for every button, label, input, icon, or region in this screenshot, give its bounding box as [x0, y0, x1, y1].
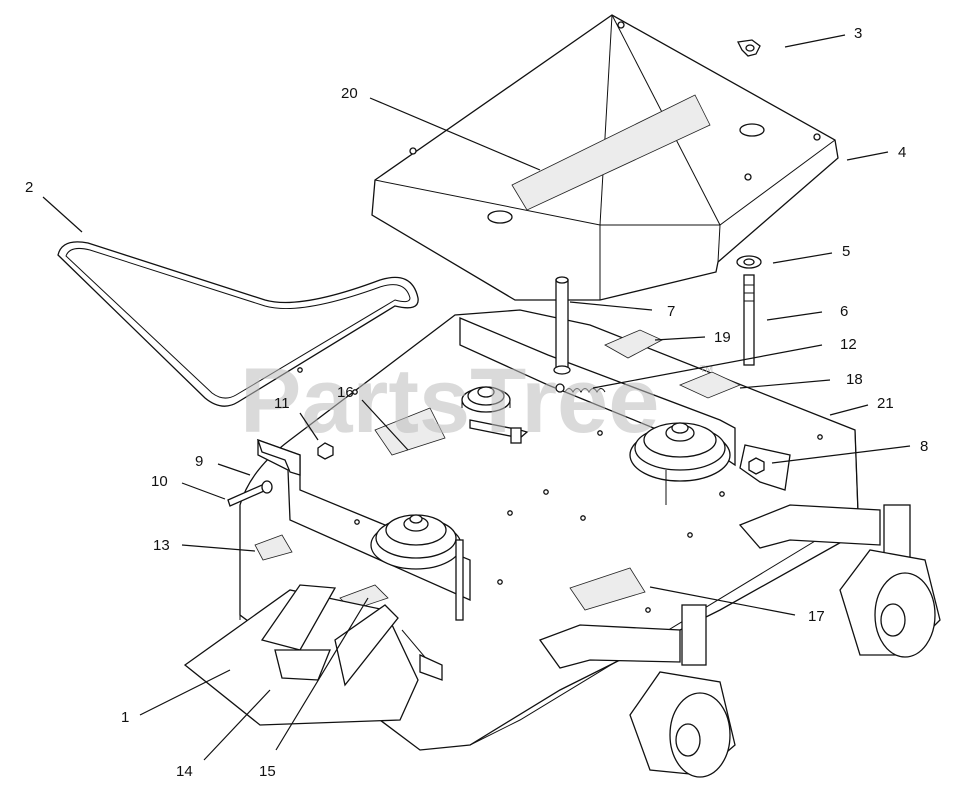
nut-8 — [739, 444, 791, 491]
leader-lines — [42, 34, 911, 761]
callout-2: 2 — [25, 179, 33, 196]
callout-20: 20 — [341, 85, 358, 102]
callout-18: 18 — [846, 371, 863, 388]
callout-6: 6 — [840, 303, 848, 320]
caster-wheel-front — [538, 604, 736, 778]
extension-spring — [555, 383, 606, 394]
callout-4: 4 — [898, 144, 906, 161]
caster-wheel-right — [738, 504, 941, 658]
center-pulley — [629, 422, 731, 505]
callout-21: 21 — [877, 395, 894, 412]
callout-9: 9 — [195, 453, 203, 470]
callout-7: 7 — [667, 303, 675, 320]
callout-13: 13 — [153, 537, 170, 554]
callout-10: 10 — [151, 473, 168, 490]
callout-8: 8 — [920, 438, 928, 455]
decal-13 — [254, 534, 293, 561]
callout-5: 5 — [842, 243, 850, 260]
knob — [737, 39, 761, 57]
callout-14: 14 — [176, 763, 193, 780]
cover-decal — [511, 94, 711, 211]
discharge-chute — [183, 584, 443, 726]
callout-11: 11 — [274, 395, 290, 412]
callout-19: 19 — [714, 329, 731, 346]
left-pulley — [370, 514, 464, 621]
decal-17 — [569, 567, 646, 611]
callout-12: 12 — [840, 336, 857, 353]
idler-pulley — [461, 386, 529, 444]
decal-16 — [374, 407, 446, 456]
callouts: 1 2 3 4 5 6 7 8 9 10 11 12 13 14 15 16 1… — [25, 25, 928, 780]
callout-1: 1 — [121, 709, 129, 726]
bolt-6 — [743, 274, 755, 366]
deck-holes — [297, 367, 823, 613]
bolt-10 — [227, 480, 273, 507]
callout-3: 3 — [854, 25, 862, 42]
deck-cover — [371, 14, 839, 301]
drive-belt — [57, 241, 419, 407]
watermark: PartsTree TM — [240, 350, 713, 452]
callout-15: 15 — [259, 763, 276, 780]
chute-deflector — [260, 584, 337, 651]
decal-18 — [678, 371, 742, 399]
nut-11 — [317, 442, 334, 460]
bolt-7 — [553, 276, 571, 375]
spacer-5 — [736, 255, 762, 269]
callout-16: 16 — [337, 384, 354, 401]
watermark-trademark: TM — [700, 364, 713, 374]
bracket-9 — [256, 438, 301, 476]
watermark-text: PartsTree — [240, 350, 659, 452]
callout-17: 17 — [808, 608, 825, 625]
